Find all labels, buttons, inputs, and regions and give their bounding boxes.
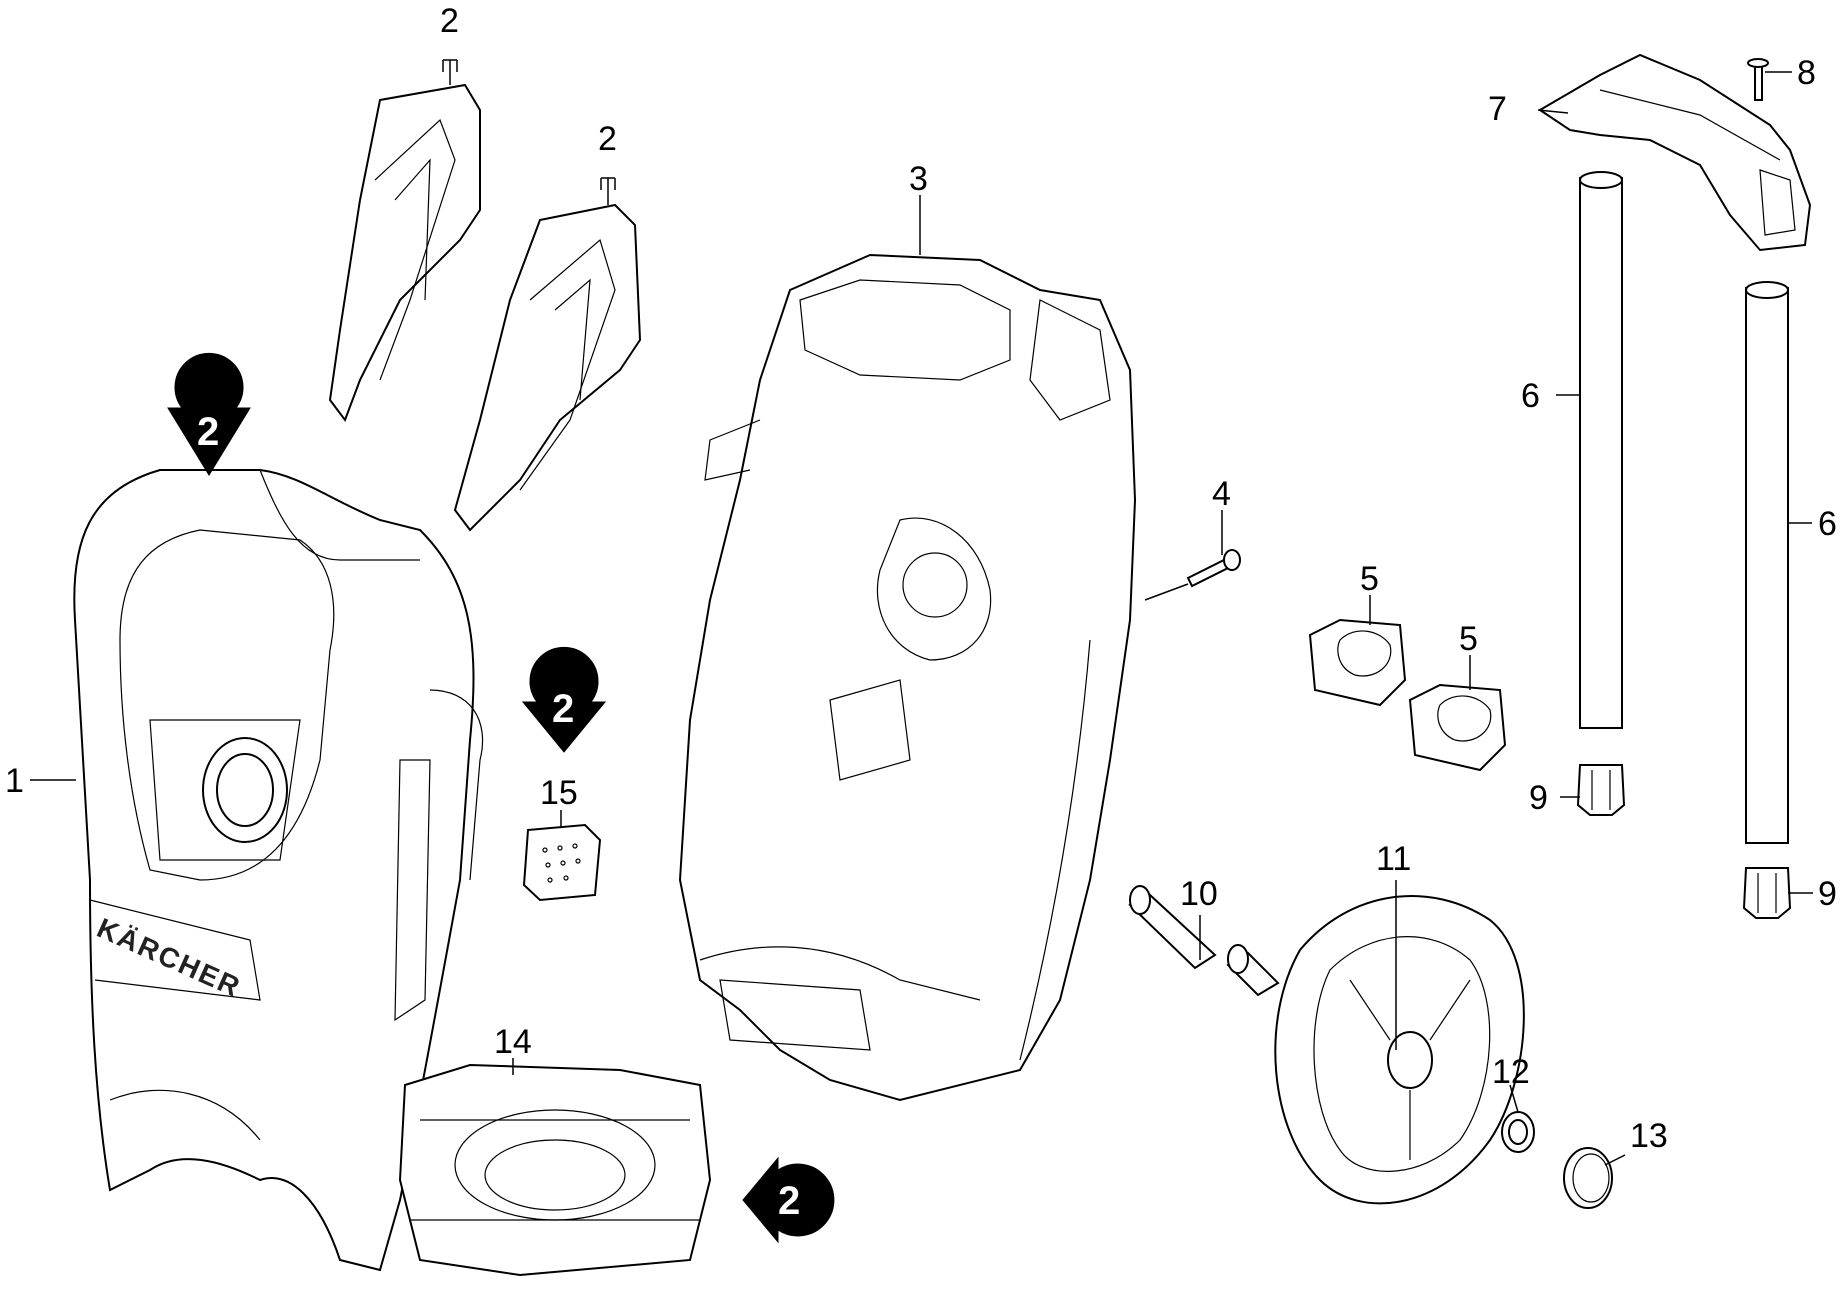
part-base-insert-14 <box>398 1063 712 1277</box>
assembly-marker-left-3: 2 <box>742 1156 835 1244</box>
part-end-cap-9a <box>1576 764 1626 816</box>
part-screw-4 <box>1186 549 1241 588</box>
part-front-cover: KÄRCHER <box>73 469 484 1272</box>
part-filter-15 <box>522 823 602 902</box>
part-side-panel-a <box>328 83 481 423</box>
leader-lines <box>30 59 1813 1166</box>
svg-text:2: 2 <box>197 410 219 454</box>
callout-6b: 6 <box>1818 505 1837 543</box>
callout-13: 13 <box>1630 1117 1668 1155</box>
part-clip-5a <box>1308 618 1407 707</box>
callout-12: 12 <box>1492 1053 1530 1091</box>
callout-7: 7 <box>1488 90 1507 128</box>
callout-1: 1 <box>5 762 24 800</box>
callout-9b: 9 <box>1818 875 1837 913</box>
callout-10: 10 <box>1180 875 1218 913</box>
callout-labels: 1 2 2 3 4 5 5 6 6 7 8 9 9 10 11 12 13 14… <box>5 2 1837 1155</box>
assembly-marker-down-2: 2 <box>521 646 607 753</box>
callout-15: 15 <box>540 774 578 812</box>
callout-2b: 2 <box>598 120 617 158</box>
part-screw-8 <box>1747 58 1769 101</box>
part-side-panel-b <box>453 203 642 532</box>
callout-3: 3 <box>909 160 928 198</box>
part-main-frame <box>678 253 1137 1102</box>
callout-14: 14 <box>494 1023 532 1061</box>
part-clip-5b <box>1408 683 1507 772</box>
callout-2a: 2 <box>440 2 459 40</box>
callout-6a: 6 <box>1521 377 1540 415</box>
callout-9a: 9 <box>1529 779 1548 817</box>
callout-4: 4 <box>1212 475 1231 513</box>
assembly-marker-down-1: 2 <box>167 352 251 476</box>
svg-text:2: 2 <box>552 687 574 731</box>
part-handle-7 <box>1538 53 1812 252</box>
callout-5b: 5 <box>1459 620 1478 658</box>
callout-11: 11 <box>1376 840 1411 878</box>
part-wheel-11 <box>1274 895 1525 1205</box>
part-tube-6b <box>1745 281 1789 844</box>
part-tube-6a <box>1579 171 1623 729</box>
callout-5a: 5 <box>1360 560 1379 598</box>
callout-8: 8 <box>1797 54 1816 92</box>
part-axle-10 <box>1128 885 1280 997</box>
part-hubcap-13 <box>1563 1147 1613 1209</box>
part-end-cap-9b <box>1742 867 1792 919</box>
svg-text:2: 2 <box>778 1179 800 1223</box>
part-washer-12 <box>1501 1111 1535 1153</box>
